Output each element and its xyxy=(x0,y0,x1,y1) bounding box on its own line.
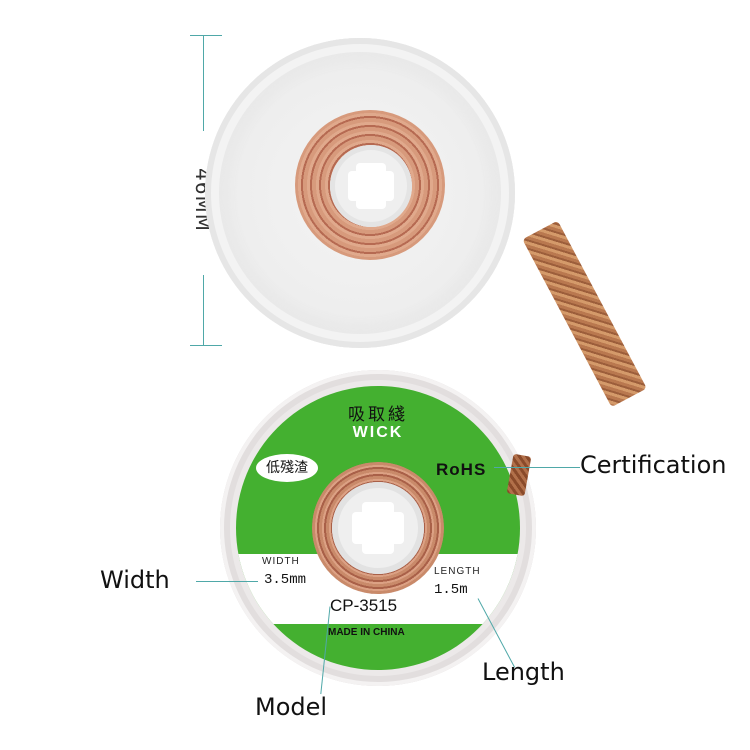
dimension-lower-line xyxy=(203,275,204,345)
callout-length: Length xyxy=(482,658,565,686)
label-origin: MADE IN CHINA xyxy=(328,627,405,638)
spool-label xyxy=(236,386,520,670)
callout-model: Model xyxy=(255,693,328,721)
copper-braid-tail xyxy=(522,220,647,408)
label-rohs: RoHS xyxy=(436,460,487,479)
label-cjk-title: 吸取綫 xyxy=(348,405,408,425)
label-brand: WICK xyxy=(352,424,404,441)
spool-hub xyxy=(330,145,412,227)
callout-width: Width xyxy=(100,566,170,594)
label-length-value: 1.5m xyxy=(434,582,468,598)
certification-leader xyxy=(494,467,580,468)
label-width-heading: WIDTH xyxy=(262,556,300,567)
label-length-heading: LENGTH xyxy=(434,566,481,577)
width-leader xyxy=(196,581,258,582)
dimension-top-tick xyxy=(190,35,222,36)
label-model: CP-3515 xyxy=(330,596,398,615)
callout-certification: Certification xyxy=(580,451,727,479)
dimension-bottom-tick xyxy=(190,345,222,346)
label-low-residue-badge: 低殘渣 xyxy=(256,454,318,482)
spool-hub xyxy=(332,482,424,574)
label-width-value: 3.5mm xyxy=(264,572,307,588)
dimension-upper-line xyxy=(203,35,204,131)
